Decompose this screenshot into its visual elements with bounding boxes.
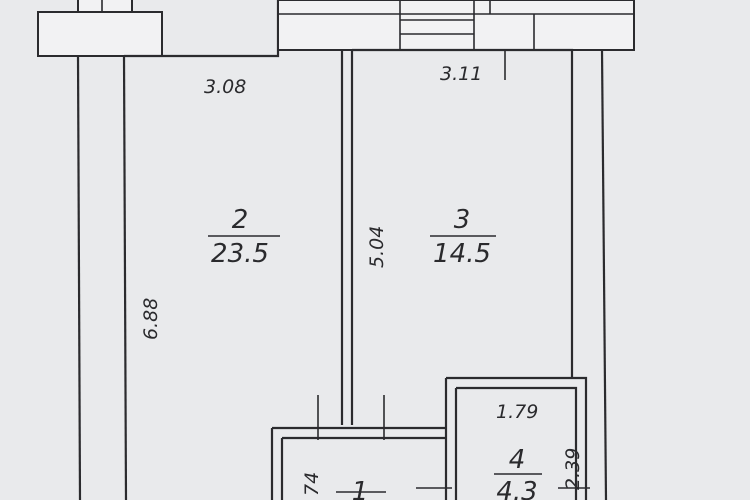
room-3-walls [340, 48, 608, 500]
room-number: 2 [232, 205, 249, 235]
top-structure [124, 0, 635, 58]
room-label-2: 2 23.5 [208, 205, 280, 269]
left-outer-wall [76, 55, 128, 500]
room-label-1: 1 [336, 477, 386, 500]
dim-small-room-height: 2.39 [562, 448, 584, 490]
room-number: 1 [352, 477, 369, 500]
dim-small-room-width: 1.79 [496, 401, 538, 423]
top-left-block [37, 0, 163, 57]
room-area: 4.3 [496, 477, 537, 500]
room-label-4: 4 4.3 [494, 445, 542, 500]
bottom-rooms [270, 376, 590, 500]
room-number: 4 [509, 445, 526, 475]
dim-middle-height: 5.04 [366, 226, 388, 268]
room-number: 3 [454, 205, 471, 235]
dim-bottom-partial: 74 [301, 472, 323, 496]
room-label-3: 3 14.5 [430, 205, 496, 269]
room-area: 14.5 [433, 239, 491, 269]
room-area: 23.5 [211, 239, 269, 269]
dim-top-left-width: 3.08 [204, 76, 246, 98]
dim-top-right-width: 3.11 [440, 63, 482, 85]
dim-left-height: 6.88 [140, 298, 162, 340]
